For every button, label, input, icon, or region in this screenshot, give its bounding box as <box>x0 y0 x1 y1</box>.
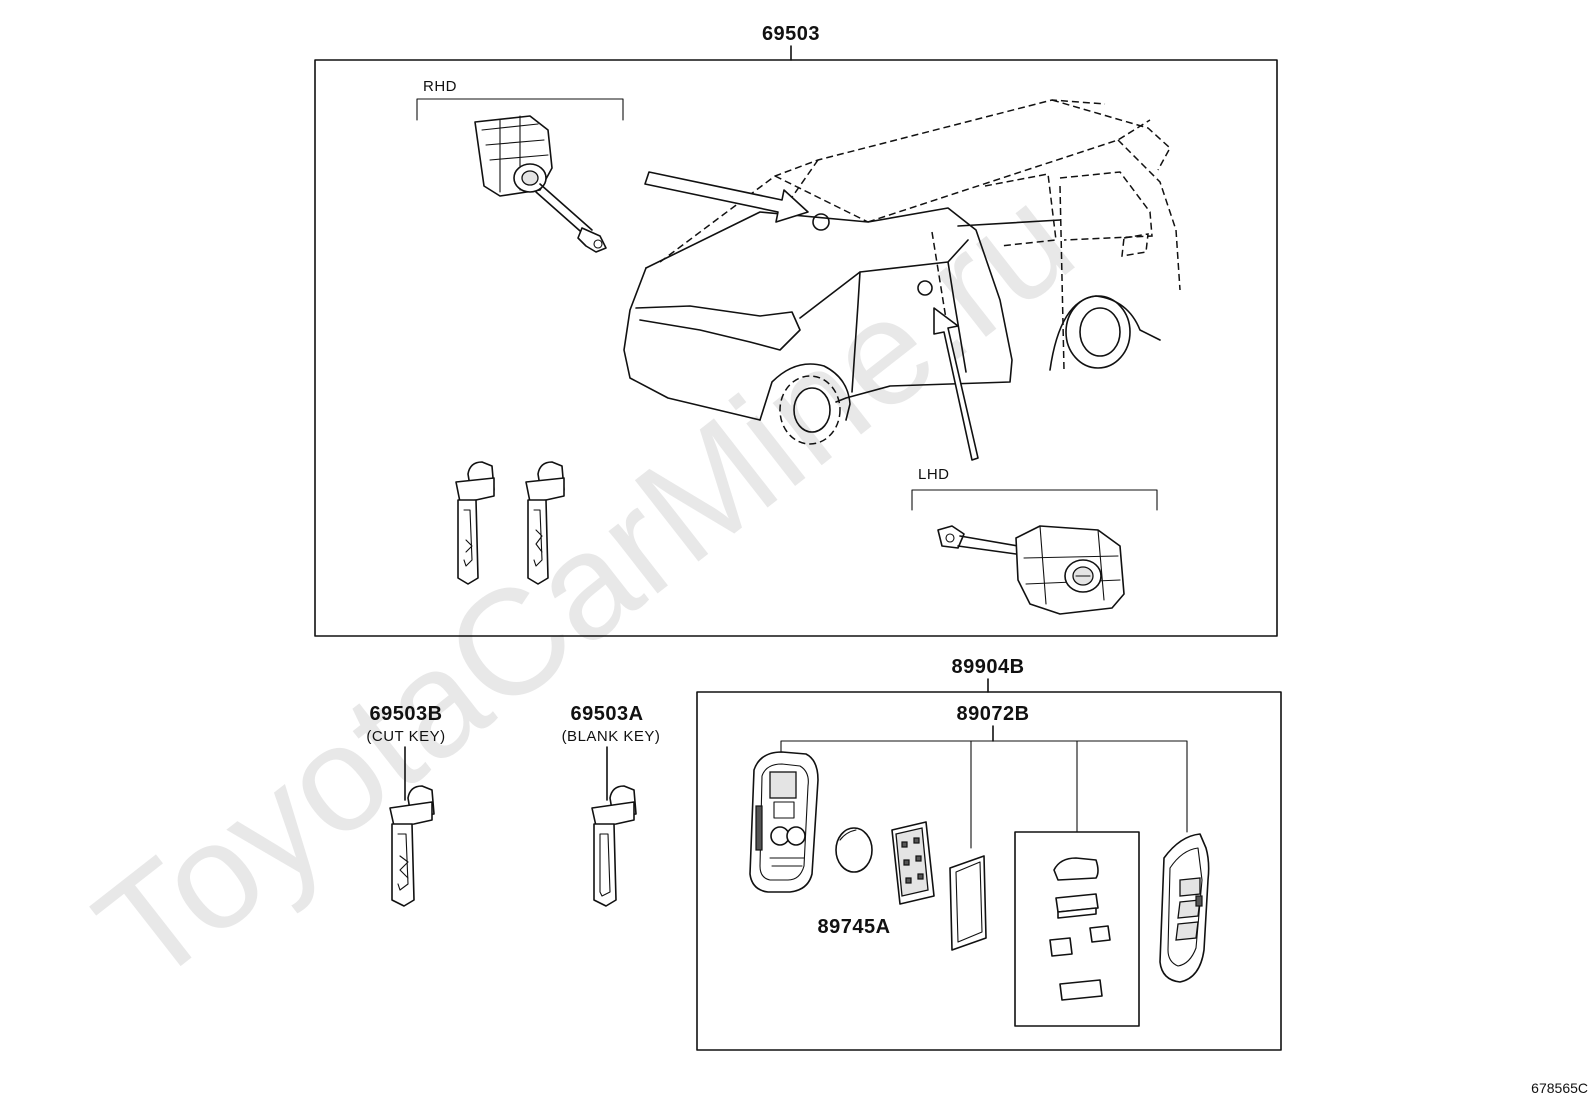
label-89904B: 89904B <box>951 656 1024 678</box>
leader-89072B-tree <box>780 740 1188 849</box>
label-69503A: 69503A <box>570 703 643 725</box>
arrow-to-lhd-lock <box>933 307 979 461</box>
watermark: ToyotaCarMine.ru <box>66 154 1102 1015</box>
key-blade-1 <box>455 461 495 585</box>
vehicle-illustration <box>623 99 1181 461</box>
blank-key <box>591 785 637 907</box>
label-89072B: 89072B <box>956 703 1029 725</box>
lock-location-marker-rhd <box>812 213 830 231</box>
rhd-lock-cylinder <box>474 115 607 253</box>
smart-key-case <box>749 751 819 893</box>
label-69503B: 69503B <box>369 703 442 725</box>
key-blade-2 <box>525 461 565 585</box>
label-blank-key: (BLANK KEY) <box>562 728 661 745</box>
arrow-to-rhd-lock <box>644 171 809 223</box>
diagram-id: 678565C <box>1531 1080 1588 1096</box>
box-buttons <box>1014 831 1140 1027</box>
box-69503 <box>314 59 1278 637</box>
bracket-rhd <box>416 98 624 121</box>
cut-key <box>389 785 435 907</box>
label-69503: 69503 <box>762 23 820 45</box>
box-89904B <box>696 691 1282 1051</box>
key-cover <box>1159 833 1210 983</box>
bracket-lhd <box>911 489 1158 511</box>
lhd-lock-cylinder <box>937 525 1125 615</box>
coin-battery <box>835 827 873 873</box>
gasket <box>949 855 987 951</box>
lock-location-marker-lhd <box>917 280 933 296</box>
label-cut-key: (CUT KEY) <box>366 728 445 745</box>
label-lhd: LHD <box>918 466 950 483</box>
label-rhd: RHD <box>423 78 457 95</box>
key-buttons <box>1049 857 1111 1001</box>
label-89745A: 89745A <box>817 916 890 938</box>
transponder-board <box>891 821 935 905</box>
